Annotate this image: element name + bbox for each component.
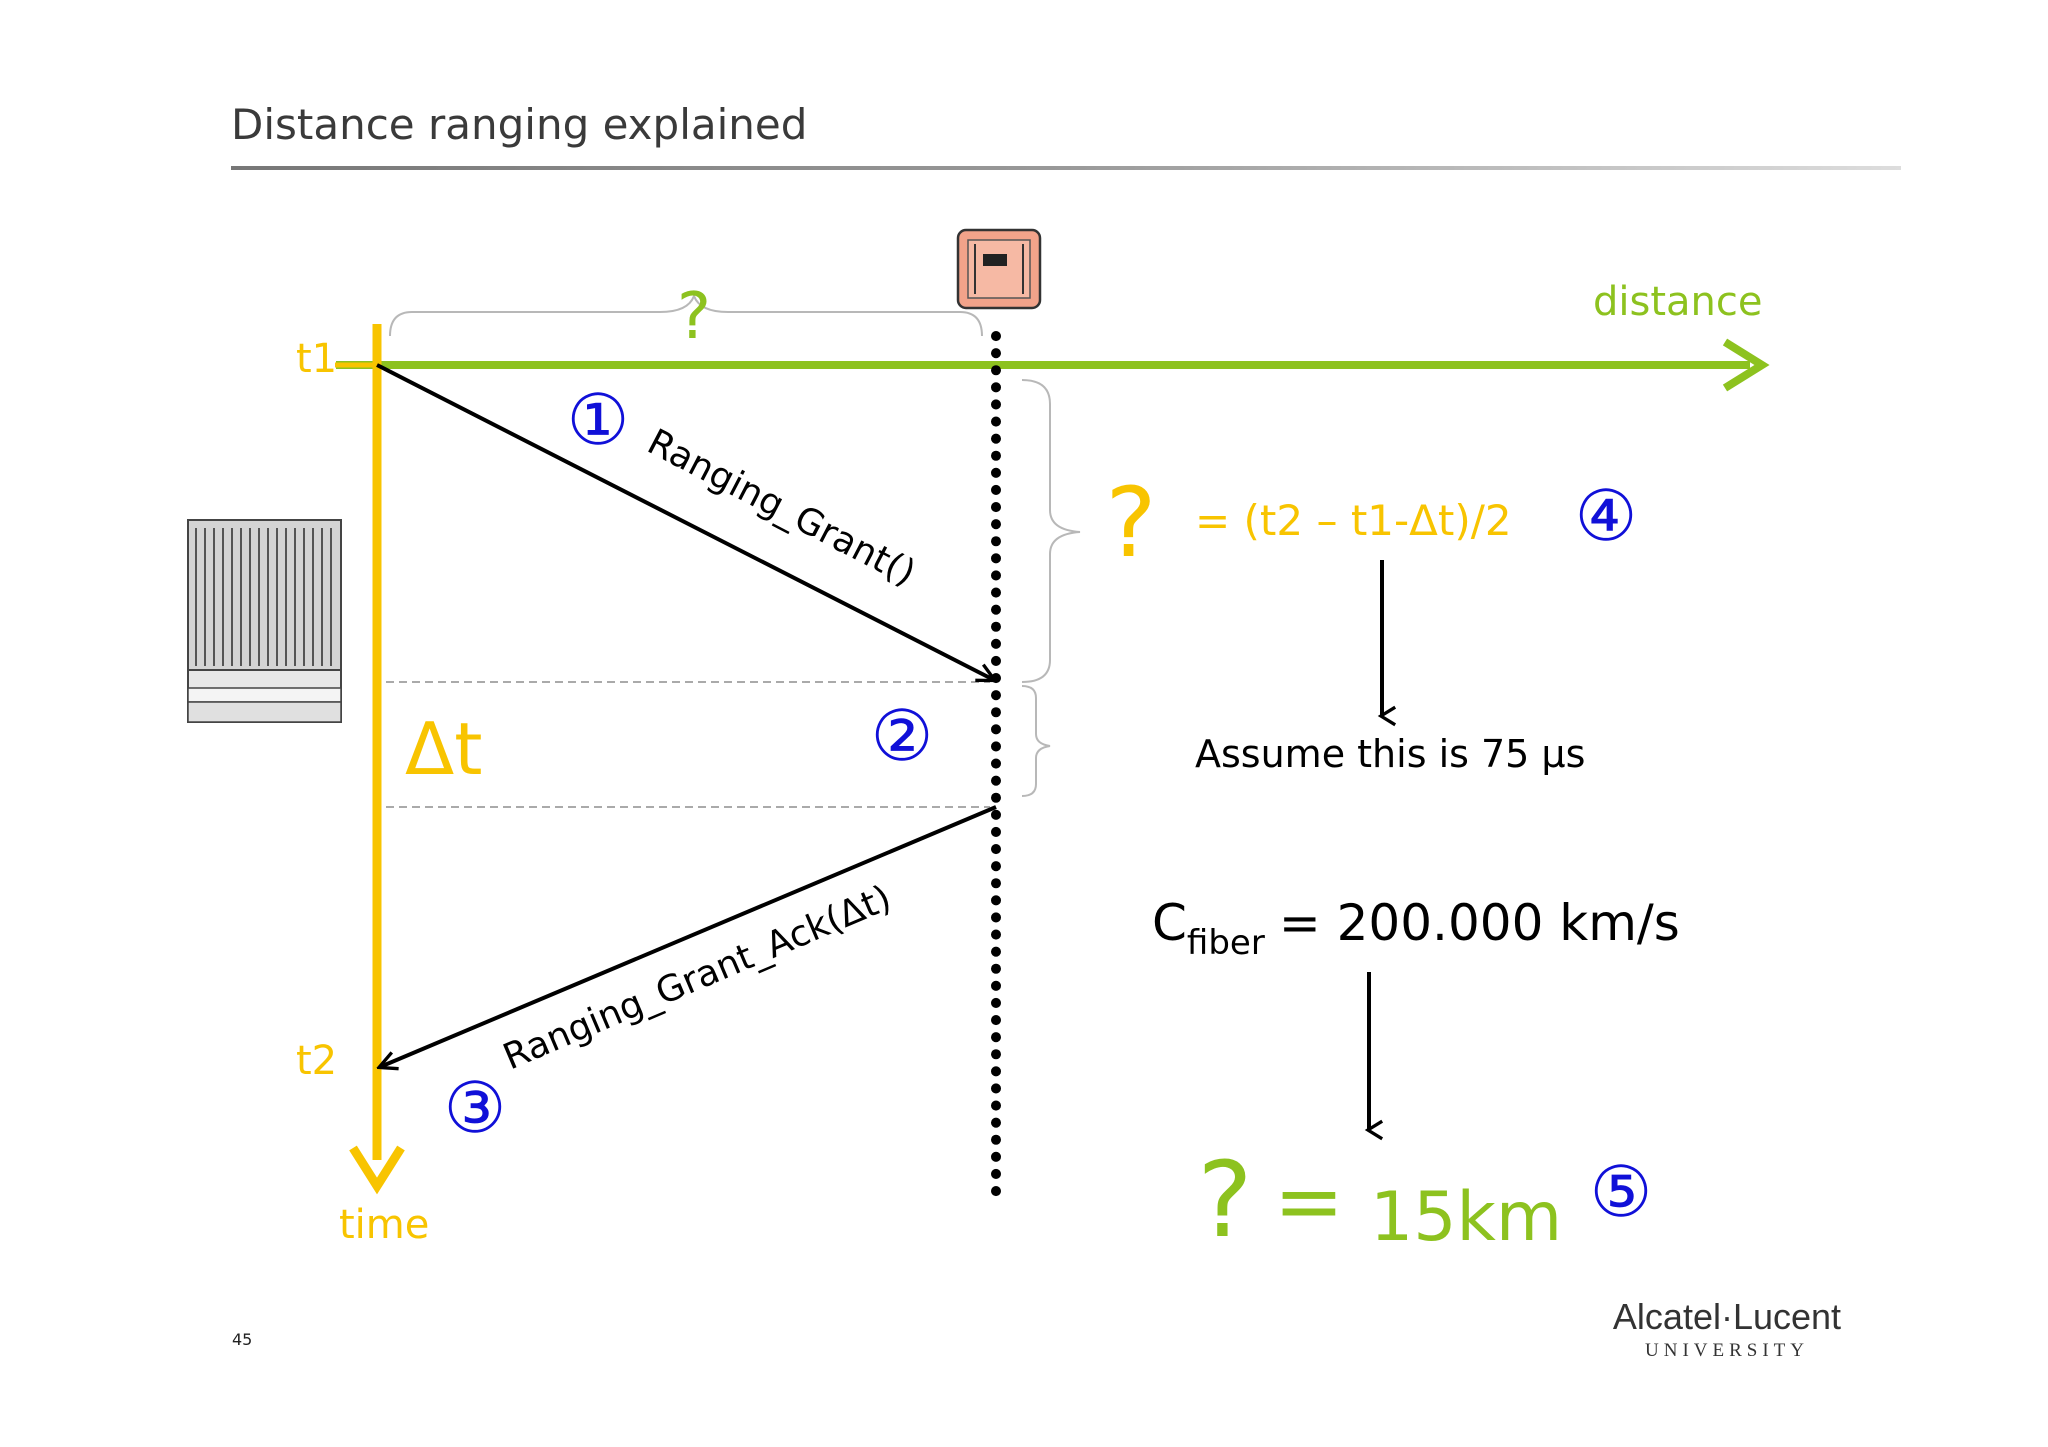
assume-text: Assume this is 75 µs (1195, 732, 1585, 776)
step-5-marker: ⑤ (1590, 1151, 1653, 1233)
one-way-brace (1021, 379, 1081, 683)
page-number: 45 (232, 1330, 253, 1349)
logo-sub: UNIVERSITY (1645, 1340, 1809, 1361)
one-way-formula: = (t2 – t1-Δt)/2 (1195, 496, 1512, 545)
fiber-speed: Cfiber = 200.000 km/s (1152, 894, 1680, 963)
step-3-marker: ③ (444, 1067, 507, 1149)
distance-axis-label: distance (1593, 279, 1763, 325)
distance-axis-arrowhead (1722, 338, 1770, 392)
c-subscript: fiber (1187, 923, 1265, 963)
step-4-marker: ④ (1575, 475, 1638, 557)
delta-brace (1021, 685, 1051, 797)
result-equals: = (1274, 1152, 1344, 1250)
t1-label: t1 (296, 336, 337, 382)
alcatel-lucent-logo: Alcatel·Lucent UNIVERSITY (1612, 1296, 1842, 1362)
olt-device-icon (187, 519, 342, 723)
c-symbol: C (1152, 894, 1187, 952)
onu-device-icon (956, 228, 1042, 310)
step-2-marker: ② (871, 695, 934, 777)
ranging-grant-ack-arrow (380, 805, 997, 1067)
one-way-question-mark: ? (1106, 467, 1157, 579)
c-value: = 200.000 km/s (1279, 894, 1680, 952)
time-axis-arrowhead (349, 1145, 405, 1195)
distance-brace (389, 293, 983, 337)
time-axis-label: time (339, 1202, 429, 1248)
step-1-marker: ① (567, 379, 630, 461)
ranging-grant-ack-label: Ranging_Grant_Ack(Δt) (497, 878, 897, 1079)
ranging-grant-arrow (376, 363, 994, 680)
delta-t-label: Δt (405, 707, 482, 791)
ranging-grant-label: Ranging_Grant() (641, 422, 922, 595)
logo-name: Alcatel·Lucent (1612, 1296, 1842, 1337)
distance-question-mark: ? (677, 280, 711, 354)
slide-title: Distance ranging explained (231, 100, 808, 149)
title-divider (231, 166, 1901, 170)
result-question-mark: ? (1197, 1139, 1252, 1261)
t2-label: t2 (296, 1038, 337, 1084)
result-value: 15km (1370, 1178, 1562, 1257)
